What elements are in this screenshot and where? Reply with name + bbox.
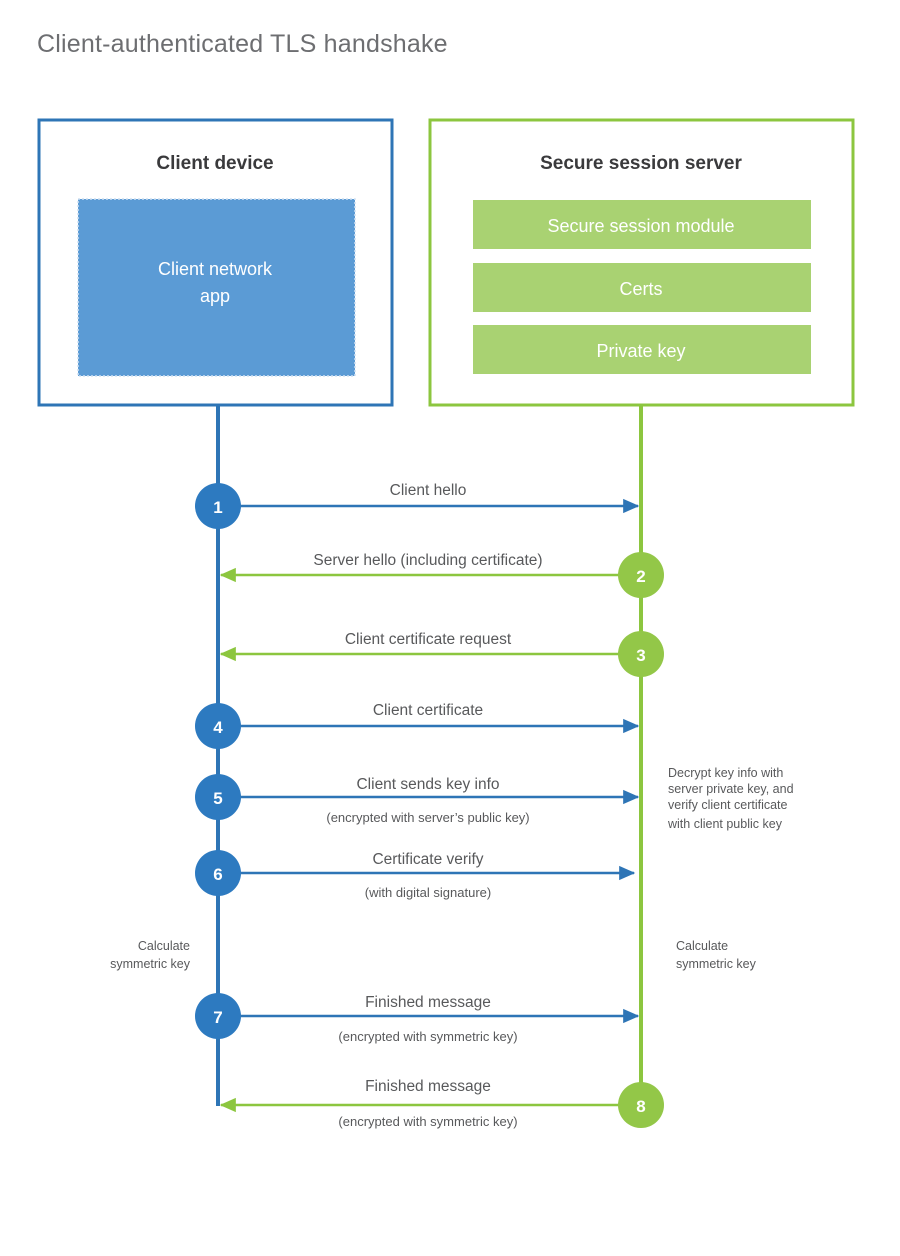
step-5-badge	[195, 774, 241, 820]
client-app-label-line1: Client network	[158, 259, 273, 279]
step-5-sublabel: (encrypted with server’s public key)	[326, 810, 529, 825]
step-7-number: 7	[213, 1008, 222, 1027]
server-module-private-key: Private key	[473, 325, 811, 374]
step-6-badge	[195, 850, 241, 896]
step-6-sublabel: (with digital signature)	[365, 885, 491, 900]
step-7-label: Finished message	[365, 994, 491, 1011]
step-2-server-hello: Server hello (including certificate) 2	[219, 552, 664, 598]
step-6-label: Certificate verify	[372, 851, 483, 868]
step-7-sublabel: (encrypted with symmetric key)	[338, 1029, 517, 1044]
server-calculate-symmetric-key-note: Calculate symmetric key	[676, 939, 757, 971]
step-3-number: 3	[636, 646, 645, 665]
server-decrypt-note-line2: server private key, and	[668, 782, 794, 796]
step-8-number: 8	[636, 1097, 645, 1116]
secure-session-server-box: Secure session server Secure session mod…	[428, 118, 855, 407]
server-calc-note-line1: Calculate	[676, 939, 728, 953]
step-8-finished-message: Finished message (encrypted with symmetr…	[219, 1078, 664, 1129]
step-8-label: Finished message	[365, 1078, 491, 1095]
step-3-label: Client certificate request	[345, 631, 512, 648]
step-4-number: 4	[213, 718, 223, 737]
step-4-badge	[195, 703, 241, 749]
server-calc-note-line2: symmetric key	[676, 957, 757, 971]
server-decrypt-note: Decrypt key info with server private key…	[667, 766, 794, 831]
server-module-bar	[473, 263, 811, 312]
client-calc-note-line2: symmetric key	[110, 957, 191, 971]
step-5-client-sends-key-info: Client sends key info (encrypted with se…	[195, 774, 640, 825]
step-6-certificate-verify: Certificate verify (with digital signatu…	[195, 850, 636, 900]
step-2-badge	[618, 552, 664, 598]
server-module-bar	[473, 325, 811, 374]
step-1-client-hello: Client hello 1	[195, 482, 640, 529]
step-1-label: Client hello	[390, 482, 467, 499]
client-calculate-symmetric-key-note: Calculate symmetric key	[110, 939, 191, 971]
step-4-client-certificate: Client certificate 4	[195, 702, 640, 749]
step-2-number: 2	[636, 567, 645, 586]
step-7-finished-message: Finished message (encrypted with symmetr…	[195, 993, 640, 1044]
client-box-title: Client device	[156, 153, 273, 174]
server-decrypt-note-line4: with client public key	[667, 817, 783, 831]
server-decrypt-note-line3: verify client certificate	[668, 798, 788, 812]
server-module-label: Private key	[596, 341, 685, 361]
server-module-secure-session-module: Secure session module	[473, 200, 811, 249]
client-device-box: Client device Client network app	[37, 118, 394, 407]
step-1-number: 1	[213, 498, 222, 517]
page-title: Client-authenticated TLS handshake	[37, 30, 448, 58]
step-8-badge	[618, 1082, 664, 1128]
server-module-certs: Certs	[473, 263, 811, 312]
client-calc-note-line1: Calculate	[138, 939, 190, 953]
step-2-label: Server hello (including certificate)	[313, 552, 542, 569]
server-module-label: Certs	[619, 279, 662, 299]
server-module-bar	[473, 200, 811, 249]
client-network-app-panel	[77, 198, 356, 377]
server-decrypt-note-line1: Decrypt key info with	[668, 766, 783, 780]
step-5-label: Client sends key info	[356, 776, 499, 793]
step-3-client-certificate-request: Client certificate request 3	[219, 631, 664, 677]
step-8-sublabel: (encrypted with symmetric key)	[338, 1114, 517, 1129]
server-module-label: Secure session module	[547, 216, 734, 236]
client-app-label-line2: app	[200, 286, 230, 306]
step-7-badge	[195, 993, 241, 1039]
step-6-number: 6	[213, 865, 222, 884]
step-4-label: Client certificate	[373, 702, 483, 719]
step-5-number: 5	[213, 789, 222, 808]
step-1-badge	[195, 483, 241, 529]
step-3-badge	[618, 631, 664, 677]
server-box-title: Secure session server	[540, 153, 742, 174]
